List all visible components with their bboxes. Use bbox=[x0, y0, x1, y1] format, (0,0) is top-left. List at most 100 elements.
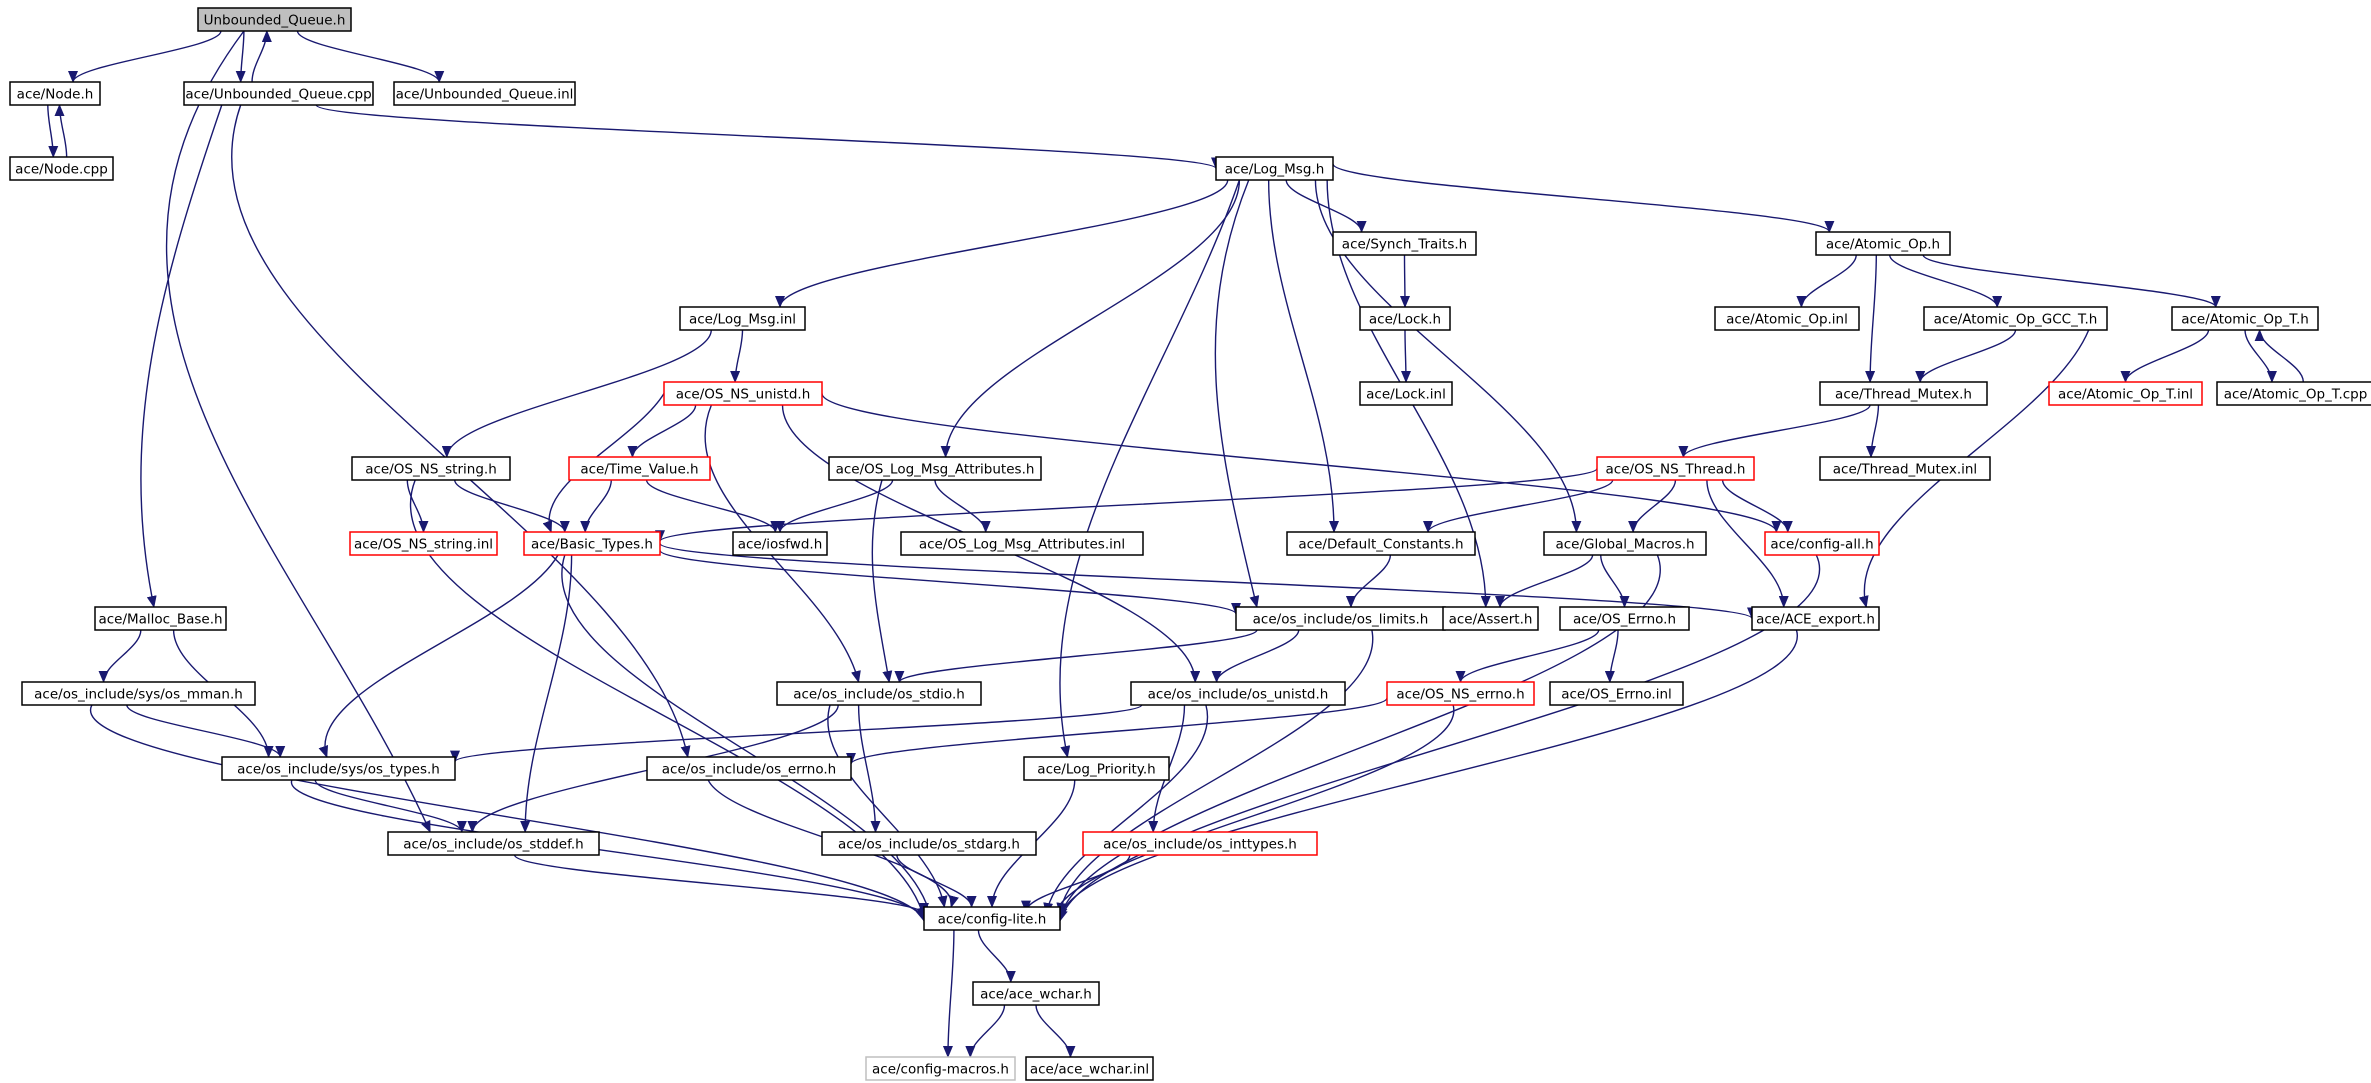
node-box[interactable] bbox=[663, 381, 823, 406]
node-box[interactable] bbox=[9, 81, 101, 106]
node-unbounded_queue_h[interactable]: Unbounded_Queue.h bbox=[197, 7, 352, 32]
node-box[interactable] bbox=[1082, 831, 1318, 856]
node-global_macros_h[interactable]: ace/Global_Macros.h bbox=[1543, 531, 1707, 556]
node-os_unistd_h[interactable]: ace/os_include/os_unistd.h bbox=[1130, 681, 1346, 706]
node-default_constants_h[interactable]: ace/Default_Constants.h bbox=[1286, 531, 1476, 556]
node-os_ns_unistd_h[interactable]: ace/OS_NS_unistd.h bbox=[663, 381, 823, 406]
node-log_msg_h[interactable]: ace/Log_Msg.h bbox=[1215, 156, 1334, 181]
node-box[interactable] bbox=[387, 831, 600, 856]
node-box[interactable] bbox=[1359, 306, 1451, 331]
node-lock_h[interactable]: ace/Lock.h bbox=[1359, 306, 1451, 331]
node-box[interactable] bbox=[646, 756, 852, 781]
node-box[interactable] bbox=[900, 531, 1144, 556]
node-config_lite_h[interactable]: ace/config-lite.h bbox=[923, 906, 1061, 931]
node-ace_wchar_h[interactable]: ace/ace_wchar.h bbox=[972, 981, 1100, 1006]
node-atomic_op_t_h[interactable]: ace/Atomic_Op_T.h bbox=[2171, 306, 2319, 331]
node-box[interactable] bbox=[1543, 531, 1707, 556]
node-box[interactable] bbox=[1286, 531, 1476, 556]
node-synch_traits_h[interactable]: ace/Synch_Traits.h bbox=[1332, 231, 1477, 256]
node-box[interactable] bbox=[1130, 681, 1346, 706]
node-os_ns_string_h[interactable]: ace/OS_NS_string.h bbox=[351, 456, 511, 481]
node-atomic_op_gcc_t_h[interactable]: ace/Atomic_Op_GCC_T.h bbox=[1923, 306, 2108, 331]
node-ace_export_h[interactable]: ace/ACE_export.h bbox=[1751, 606, 1880, 631]
node-box[interactable] bbox=[2171, 306, 2319, 331]
node-box[interactable] bbox=[1549, 681, 1684, 706]
node-box[interactable] bbox=[679, 306, 806, 331]
node-box[interactable] bbox=[349, 531, 498, 556]
node-box[interactable] bbox=[183, 81, 374, 106]
node-unbounded_queue_inl[interactable]: ace/Unbounded_Queue.inl bbox=[393, 81, 576, 106]
node-os_limits_h[interactable]: ace/os_include/os_limits.h bbox=[1235, 606, 1446, 631]
node-box[interactable] bbox=[568, 456, 711, 481]
node-log_msg_inl[interactable]: ace/Log_Msg.inl bbox=[679, 306, 806, 331]
node-node_cpp[interactable]: ace/Node.cpp bbox=[9, 156, 114, 181]
node-box[interactable] bbox=[923, 906, 1061, 931]
node-os_log_msg_attributes_inl[interactable]: ace/OS_Log_Msg_Attributes.inl bbox=[900, 531, 1144, 556]
node-malloc_base_h[interactable]: ace/Malloc_Base.h bbox=[94, 606, 227, 631]
node-box[interactable] bbox=[1559, 606, 1690, 631]
node-os_ns_errno_h[interactable]: ace/OS_NS_errno.h bbox=[1386, 681, 1535, 706]
node-box[interactable] bbox=[1025, 1056, 1154, 1081]
node-os_include_os_errno_h[interactable]: ace/os_include/os_errno.h bbox=[646, 756, 852, 781]
node-node_h[interactable]: ace/Node.h bbox=[9, 81, 101, 106]
node-box[interactable] bbox=[1596, 456, 1755, 481]
node-atomic_op_h[interactable]: ace/Atomic_Op.h bbox=[1815, 231, 1951, 256]
node-box[interactable] bbox=[2048, 381, 2203, 406]
node-unbounded_queue_cpp[interactable]: ace/Unbounded_Queue.cpp bbox=[183, 81, 374, 106]
node-iosfwd_h[interactable]: ace/iosfwd.h bbox=[732, 531, 828, 556]
node-box[interactable] bbox=[21, 681, 256, 706]
node-box[interactable] bbox=[821, 831, 1037, 856]
node-box[interactable] bbox=[1764, 531, 1880, 556]
node-box[interactable] bbox=[523, 531, 661, 556]
node-box[interactable] bbox=[2216, 381, 2371, 406]
node-os_inttypes_h[interactable]: ace/os_include/os_inttypes.h bbox=[1082, 831, 1318, 856]
node-os_stddef_h[interactable]: ace/os_include/os_stddef.h bbox=[387, 831, 600, 856]
node-box[interactable] bbox=[197, 7, 352, 32]
node-box[interactable] bbox=[1386, 681, 1535, 706]
node-box[interactable] bbox=[1819, 456, 1991, 481]
node-config_all_h[interactable]: ace/config-all.h bbox=[1764, 531, 1880, 556]
node-box[interactable] bbox=[9, 156, 114, 181]
node-os_log_msg_attributes_h[interactable]: ace/OS_Log_Msg_Attributes.h bbox=[828, 456, 1042, 481]
node-box[interactable] bbox=[1215, 156, 1334, 181]
node-ace_wchar_inl[interactable]: ace/ace_wchar.inl bbox=[1025, 1056, 1154, 1081]
node-os_errno_h[interactable]: ace/OS_Errno.h bbox=[1559, 606, 1690, 631]
node-box[interactable] bbox=[1819, 381, 1988, 406]
edge-atomic_op_t_h-to-atomic_op_t_inl bbox=[2120, 329, 2210, 383]
node-box[interactable] bbox=[94, 606, 227, 631]
node-thread_mutex_h[interactable]: ace/Thread_Mutex.h bbox=[1819, 381, 1988, 406]
node-box[interactable] bbox=[1442, 606, 1539, 631]
node-os_stdarg_h[interactable]: ace/os_include/os_stdarg.h bbox=[821, 831, 1037, 856]
node-atomic_op_t_cpp[interactable]: ace/Atomic_Op_T.cpp bbox=[2216, 381, 2371, 406]
node-thread_mutex_inl[interactable]: ace/Thread_Mutex.inl bbox=[1819, 456, 1991, 481]
node-os_ns_thread_h[interactable]: ace/OS_NS_Thread.h bbox=[1596, 456, 1755, 481]
node-box[interactable] bbox=[351, 456, 511, 481]
node-box[interactable] bbox=[972, 981, 1100, 1006]
node-box[interactable] bbox=[828, 456, 1042, 481]
node-box[interactable] bbox=[732, 531, 828, 556]
node-basic_types_h[interactable]: ace/Basic_Types.h bbox=[523, 531, 661, 556]
node-box[interactable] bbox=[776, 681, 982, 706]
node-box[interactable] bbox=[1751, 606, 1880, 631]
node-box[interactable] bbox=[1815, 231, 1951, 256]
node-box[interactable] bbox=[865, 1056, 1016, 1081]
node-time_value_h[interactable]: ace/Time_Value.h bbox=[568, 456, 711, 481]
node-config_macros_h[interactable]: ace/config-macros.h bbox=[865, 1056, 1016, 1081]
node-box[interactable] bbox=[221, 756, 456, 781]
node-os_ns_string_inl[interactable]: ace/OS_NS_string.inl bbox=[349, 531, 498, 556]
node-os_stdio_h[interactable]: ace/os_include/os_stdio.h bbox=[776, 681, 982, 706]
node-box[interactable] bbox=[1332, 231, 1477, 256]
node-box[interactable] bbox=[1359, 381, 1453, 406]
node-atomic_op_inl[interactable]: ace/Atomic_Op.inl bbox=[1714, 306, 1860, 331]
node-atomic_op_t_inl[interactable]: ace/Atomic_Op_T.inl bbox=[2048, 381, 2203, 406]
node-os_types_h[interactable]: ace/os_include/sys/os_types.h bbox=[221, 756, 456, 781]
node-box[interactable] bbox=[1023, 756, 1170, 781]
node-box[interactable] bbox=[393, 81, 576, 106]
node-box[interactable] bbox=[1923, 306, 2108, 331]
node-os_mman_h[interactable]: ace/os_include/sys/os_mman.h bbox=[21, 681, 256, 706]
node-box[interactable] bbox=[1714, 306, 1860, 331]
node-assert_h[interactable]: ace/Assert.h bbox=[1442, 606, 1539, 631]
node-lock_inl[interactable]: ace/Lock.inl bbox=[1359, 381, 1453, 406]
node-os_errno_inl[interactable]: ace/OS_Errno.inl bbox=[1549, 681, 1684, 706]
node-log_priority_h[interactable]: ace/Log_Priority.h bbox=[1023, 756, 1170, 781]
